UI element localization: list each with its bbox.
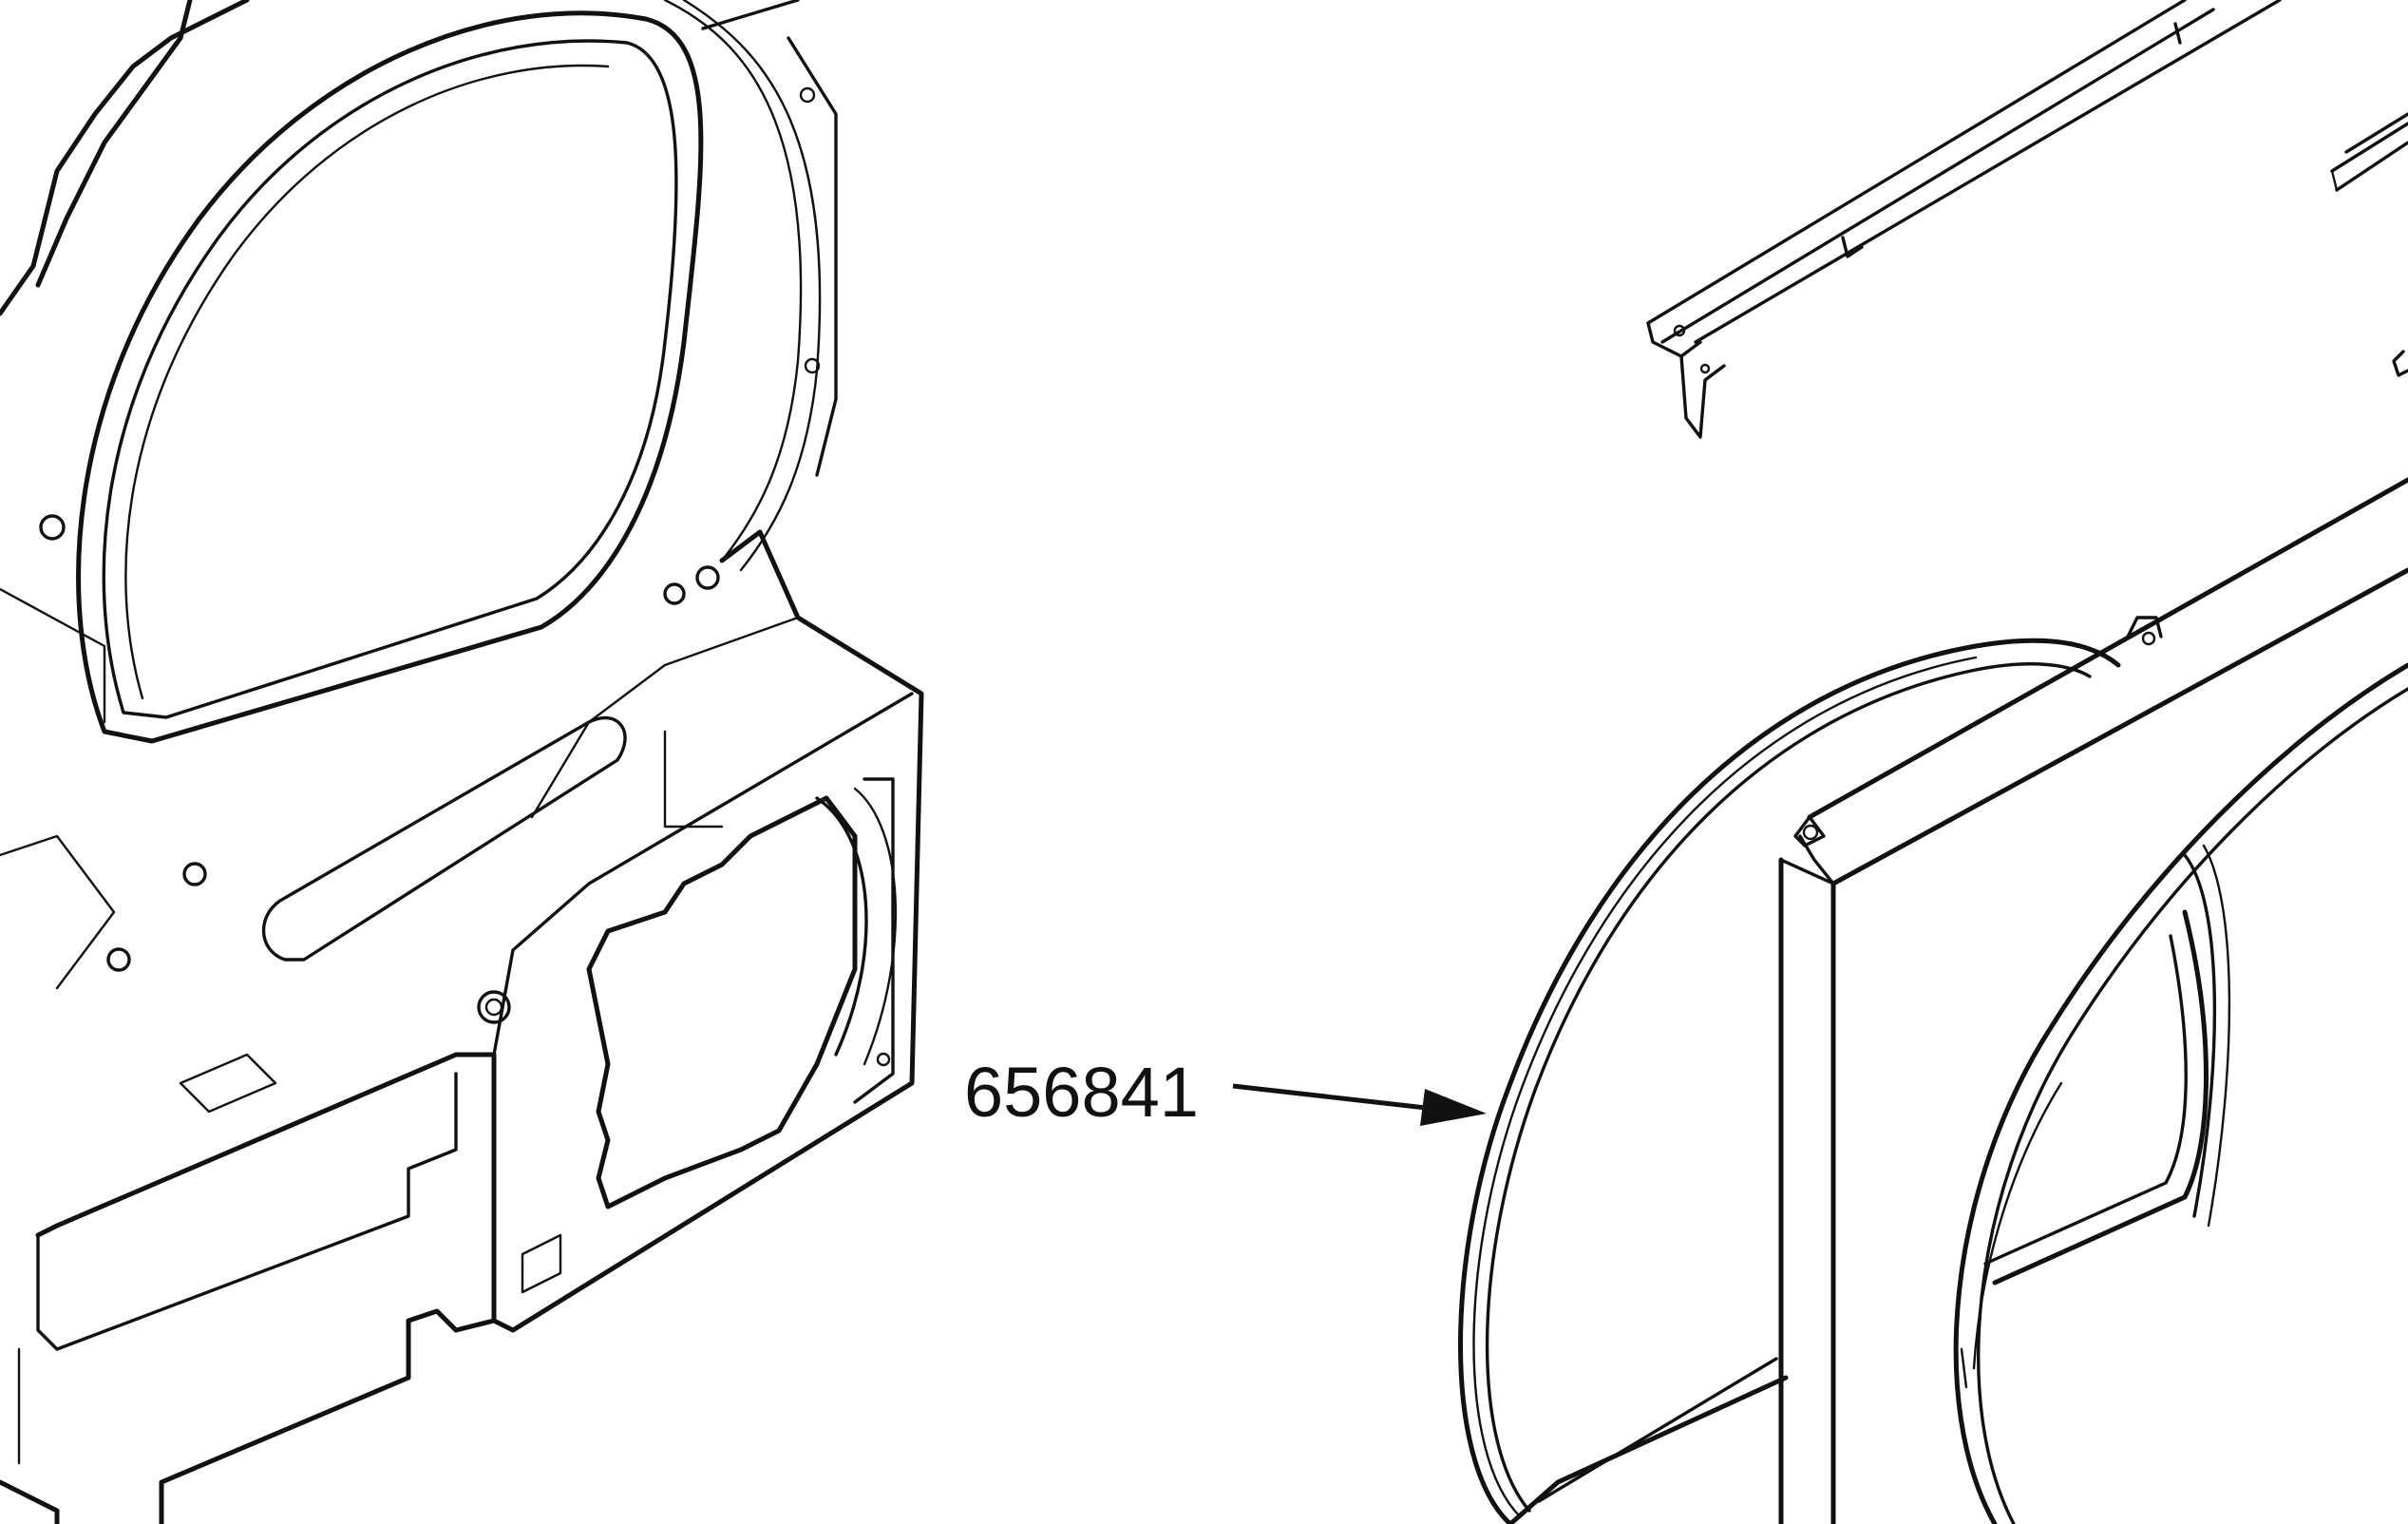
leader-line bbox=[1232, 1083, 1435, 1112]
gasket-outer-edge bbox=[1458, 638, 2121, 1524]
part-number-label: 656841 bbox=[964, 1053, 1199, 1132]
bulkhead-housing-drawing bbox=[0, 0, 924, 1524]
door-opening-inner-ring bbox=[102, 39, 678, 719]
housing-box-outline bbox=[35, 529, 924, 1333]
upper-rail-bracket-drawing bbox=[1646, 0, 2408, 439]
housing-slot bbox=[261, 715, 627, 962]
door-opening-outer-ring bbox=[76, 10, 704, 744]
door-gasket-seal-drawing bbox=[1458, 638, 2121, 1524]
blower-opening bbox=[586, 795, 858, 1210]
leader-arrowhead bbox=[1420, 1089, 1487, 1126]
panel-door-opening bbox=[1953, 662, 2408, 1524]
gasket-inner-edge bbox=[1485, 662, 2092, 1513]
front-panel-drawing bbox=[1778, 477, 2408, 1524]
part-callout-656841: 656841 bbox=[964, 1053, 1487, 1132]
